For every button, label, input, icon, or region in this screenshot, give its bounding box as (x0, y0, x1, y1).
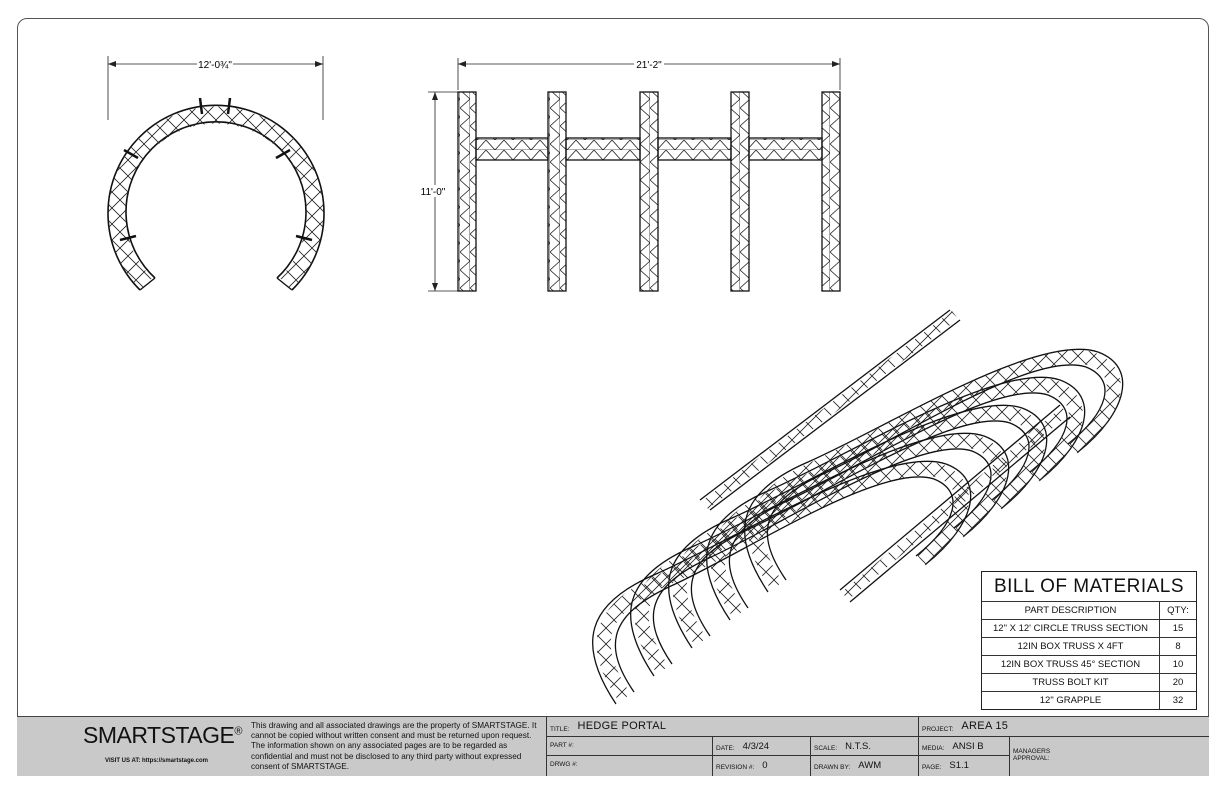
drawn-by-value: AWM (858, 760, 882, 771)
bom-table: PART DESCRIPTION QTY: 12" X 12' CIRCLE T… (982, 602, 1196, 709)
media-value: ANSI B (952, 740, 984, 752)
date-label: DATE: (716, 744, 735, 752)
drwg-label: DRWG #: (550, 761, 578, 768)
page-label: PAGE: (922, 764, 942, 771)
trademark: ® (234, 725, 242, 738)
bom-desc: 12IN BOX TRUSS 45° SECTION (982, 655, 1160, 674)
bom-desc: 12IN BOX TRUSS X 4FT (982, 637, 1160, 656)
title-block: SMARTSTAGE® VISIT US AT: https://smartst… (17, 716, 1209, 776)
scale-value: N.T.S. (845, 740, 871, 752)
page-cell: PAGE: S1.1 (918, 756, 1009, 776)
revision-value: 0 (762, 760, 768, 771)
revision-cell: REVISION #: 0 (712, 756, 810, 776)
table-row: 12" GRAPPLE 32 (982, 691, 1196, 709)
table-row: 12IN BOX TRUSS X 4FT 8 (982, 637, 1196, 656)
bom-qty: 15 (1159, 619, 1196, 638)
bom-qty: 32 (1159, 691, 1196, 709)
bill-of-materials: BILL OF MATERIALS PART DESCRIPTION QTY: … (981, 571, 1197, 710)
part-cell: PART #: (546, 736, 712, 756)
date-value: 4/3/24 (742, 740, 770, 752)
total-length-dimension: 21'-2" (636, 60, 662, 71)
title-label: TITLE: (550, 726, 570, 733)
logo-area: SMARTSTAGE® VISIT US AT: https://smartst… (17, 717, 249, 775)
bom-title: BILL OF MATERIALS (982, 572, 1196, 602)
bom-qty: 8 (1159, 637, 1196, 656)
scale-cell: SCALE: N.T.S. (810, 736, 918, 756)
media-label: MEDIA: (922, 744, 945, 752)
isometric-view (592, 309, 1124, 705)
media-cell: MEDIA: ANSI B (918, 736, 1009, 756)
managers-label: MANAGERS APPROVAL: (1013, 747, 1051, 762)
managers-cell: MANAGERS APPROVAL: (1009, 736, 1069, 776)
bom-desc: TRUSS BOLT KIT (982, 673, 1160, 692)
date-cell: DATE: 4/3/24 (712, 736, 810, 756)
table-row: 12IN BOX TRUSS 45° SECTION 10 (982, 655, 1196, 674)
bom-qty: 10 (1159, 655, 1196, 674)
bom-desc: 12" X 12' CIRCLE TRUSS SECTION (982, 619, 1160, 638)
bom-qty: 20 (1159, 673, 1196, 692)
revision-label: REVISION #: (716, 764, 755, 771)
table-row: 12" X 12' CIRCLE TRUSS SECTION 15 (982, 619, 1196, 638)
title-value: HEDGE PORTAL (577, 720, 667, 732)
bom-header-qty: QTY: (1159, 602, 1196, 620)
project-cell: PROJECT: AREA 15 (918, 717, 1209, 737)
drawn-by-cell: DRAWN BY: AWM (810, 756, 918, 776)
side-view (428, 58, 841, 292)
title-cell: TITLE: HEDGE PORTAL (546, 717, 918, 737)
drawn-by-label: DRAWN BY: (814, 764, 851, 771)
height-dimension: 11'-0" (421, 187, 446, 198)
bom-desc: 12" GRAPPLE (982, 691, 1160, 709)
brand-name: SMARTSTAGE® (83, 722, 242, 749)
circle-width-dimension: 12'-0¾" (198, 60, 232, 71)
visit-text: VISIT US AT: https://smartstage.com (105, 758, 209, 764)
table-row: TRUSS BOLT KIT 20 (982, 673, 1196, 692)
scale-label: SCALE: (814, 744, 838, 752)
front-view (107, 56, 325, 291)
brand-text: SMARTSTAGE (83, 722, 235, 748)
part-label: PART #: (550, 741, 574, 749)
legal-notice: This drawing and all associated drawings… (251, 721, 537, 771)
page-value: S1.1 (949, 760, 969, 771)
bom-header-description: PART DESCRIPTION (982, 602, 1160, 620)
project-value: AREA 15 (961, 720, 1009, 732)
drwg-cell: DRWG #: (546, 756, 712, 776)
project-label: PROJECT: (922, 726, 954, 733)
